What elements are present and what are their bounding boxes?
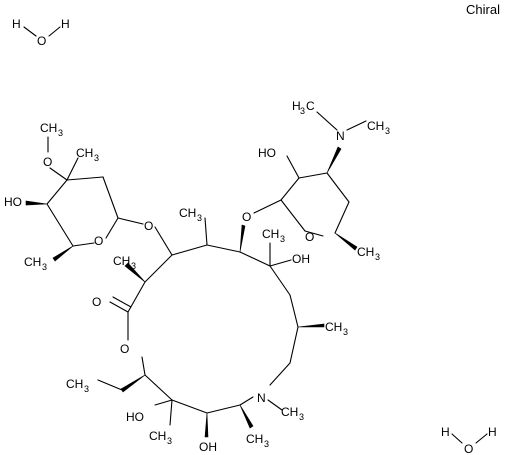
desosamine-methyl: CH <box>357 245 374 259</box>
methoxy-o: O <box>43 155 52 169</box>
svg-text:3: 3 <box>197 213 202 223</box>
svg-text:3: 3 <box>280 234 285 244</box>
water-bottom-o: O <box>464 442 473 455</box>
svg-text:3: 3 <box>300 106 305 116</box>
svg-text:3: 3 <box>58 128 63 138</box>
ethyl-ch3: CH <box>66 377 83 391</box>
desosamine-sugar: O HO N H 3 C CH 3 CH 3 <box>253 99 390 262</box>
svg-text:3: 3 <box>264 439 269 449</box>
dimethylamino-n: N <box>336 129 345 143</box>
c12-ho: HO <box>126 410 144 424</box>
svg-text:3: 3 <box>375 252 380 262</box>
svg-text:3: 3 <box>343 327 348 337</box>
cladinose-ho: HO <box>4 195 22 209</box>
lactone-carbonyl-o: O <box>92 295 101 309</box>
c6-methyl: CH <box>262 227 279 241</box>
desosamine-ring-o: O <box>305 230 314 244</box>
ring-methyl-top: CH <box>179 206 196 220</box>
water-top-o: O <box>37 34 46 48</box>
svg-text:3: 3 <box>385 126 390 136</box>
water-bottom: H O H <box>441 425 497 455</box>
c6-oh: OH <box>292 252 310 266</box>
water-top-h2: H <box>61 17 70 31</box>
c8-methyl: CH <box>325 320 342 334</box>
desosamine-ho: HO <box>258 146 276 160</box>
ring-methyl-left: CH <box>113 254 130 268</box>
c10-methyl: CH <box>246 432 263 446</box>
cladinose-methyl: CH <box>76 146 93 160</box>
och3-label: CH <box>40 121 57 135</box>
c11-oh: OH <box>199 440 217 454</box>
svg-text:3: 3 <box>94 153 99 163</box>
ester-o: O <box>120 342 129 356</box>
cladinose-link-o: O <box>144 219 153 233</box>
water-top: H O H <box>12 17 70 48</box>
n-methyl-1: H <box>292 99 301 113</box>
water-top-h1: H <box>12 17 21 31</box>
chiral-label: Chiral <box>466 2 500 17</box>
macrolide-ring: O O CH 3 CH 3 CH 3 HO CH 3 OH <box>66 206 348 454</box>
n-methyl: CH <box>281 405 298 419</box>
desosamine-link-o: O <box>242 210 251 224</box>
cladinose-ring-o: O <box>94 234 103 248</box>
svg-text:3: 3 <box>167 436 172 446</box>
cladinose-sugar: CH 3 O O CH 3 HO CH 3 O <box>4 121 153 272</box>
c12-methyl: CH <box>149 429 166 443</box>
svg-text:3: 3 <box>84 384 89 394</box>
svg-text:3: 3 <box>131 261 136 271</box>
svg-text:C: C <box>306 99 315 113</box>
n-methyl-2: CH <box>367 119 384 133</box>
svg-text:3: 3 <box>299 412 304 422</box>
water-bottom-h2: H <box>488 425 497 439</box>
svg-text:3: 3 <box>42 262 47 272</box>
ring-n: N <box>257 391 266 405</box>
water-bottom-h1: H <box>441 425 450 439</box>
cladinose-methyl-2: CH <box>24 255 41 269</box>
